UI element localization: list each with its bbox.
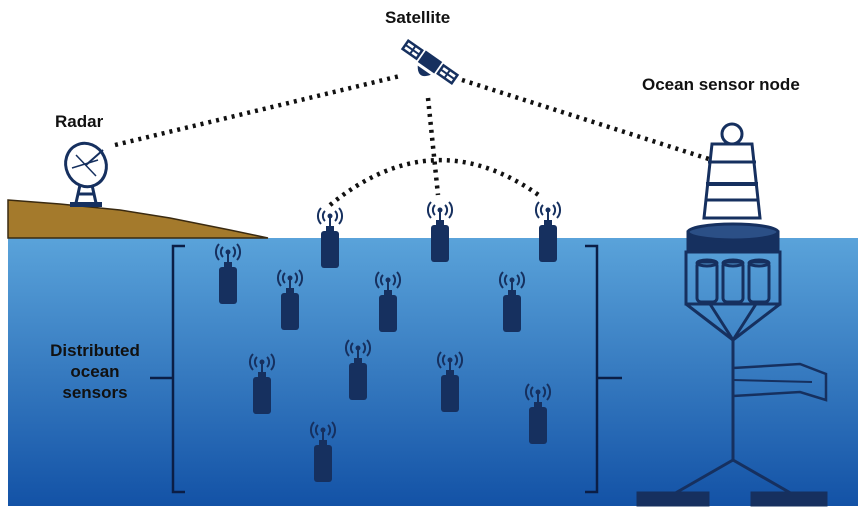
sensor-icon (277, 269, 303, 330)
wifi-signal-icon (310, 421, 336, 439)
satellite-icon (400, 38, 460, 86)
link-satellite-sensor (425, 97, 441, 196)
sensor-group-bracket (150, 244, 622, 494)
sensor-icon (345, 339, 371, 400)
sensor-icon (375, 271, 401, 332)
sensor-icon (427, 201, 453, 262)
sensor-icon (499, 271, 525, 332)
wifi-signal-icon (345, 339, 371, 357)
distributed-sensors (215, 201, 561, 482)
link-sensor-arc (328, 158, 542, 207)
wifi-signal-icon (375, 271, 401, 289)
wifi-signal-icon (525, 383, 551, 401)
buoy-icon (636, 122, 828, 507)
sensor-icon (215, 243, 241, 304)
radar-dish-icon (64, 141, 108, 207)
sensor-icon (437, 351, 463, 412)
link-radar-satellite (114, 73, 401, 148)
radar-label: Radar (55, 112, 104, 131)
distributed-label-line1: Distributed (50, 341, 140, 360)
sensor-icon (310, 421, 336, 482)
sensor-icon (317, 207, 343, 268)
wifi-signal-icon (499, 271, 525, 289)
distributed-ocean-sensors-label: Distributed ocean sensors (20, 340, 170, 403)
link-satellite-node (461, 77, 713, 163)
wifi-signal-icon (277, 269, 303, 287)
wifi-signal-icon (317, 207, 343, 225)
sensor-icon (249, 353, 275, 414)
distributed-label-line3: sensors (62, 383, 128, 402)
communication-links (114, 73, 713, 207)
ocean-sensor-node-label: Ocean sensor node (642, 75, 800, 94)
sensor-icon (525, 383, 551, 444)
distributed-label-line2: ocean (70, 362, 120, 381)
land (7, 199, 269, 239)
wifi-signal-icon (437, 351, 463, 369)
wifi-signal-icon (249, 353, 275, 371)
wifi-signal-icon (427, 201, 453, 219)
wifi-signal-icon (215, 243, 241, 261)
satellite-label: Satellite (385, 8, 451, 27)
wifi-signal-icon (535, 201, 561, 219)
sensor-icon (535, 201, 561, 262)
